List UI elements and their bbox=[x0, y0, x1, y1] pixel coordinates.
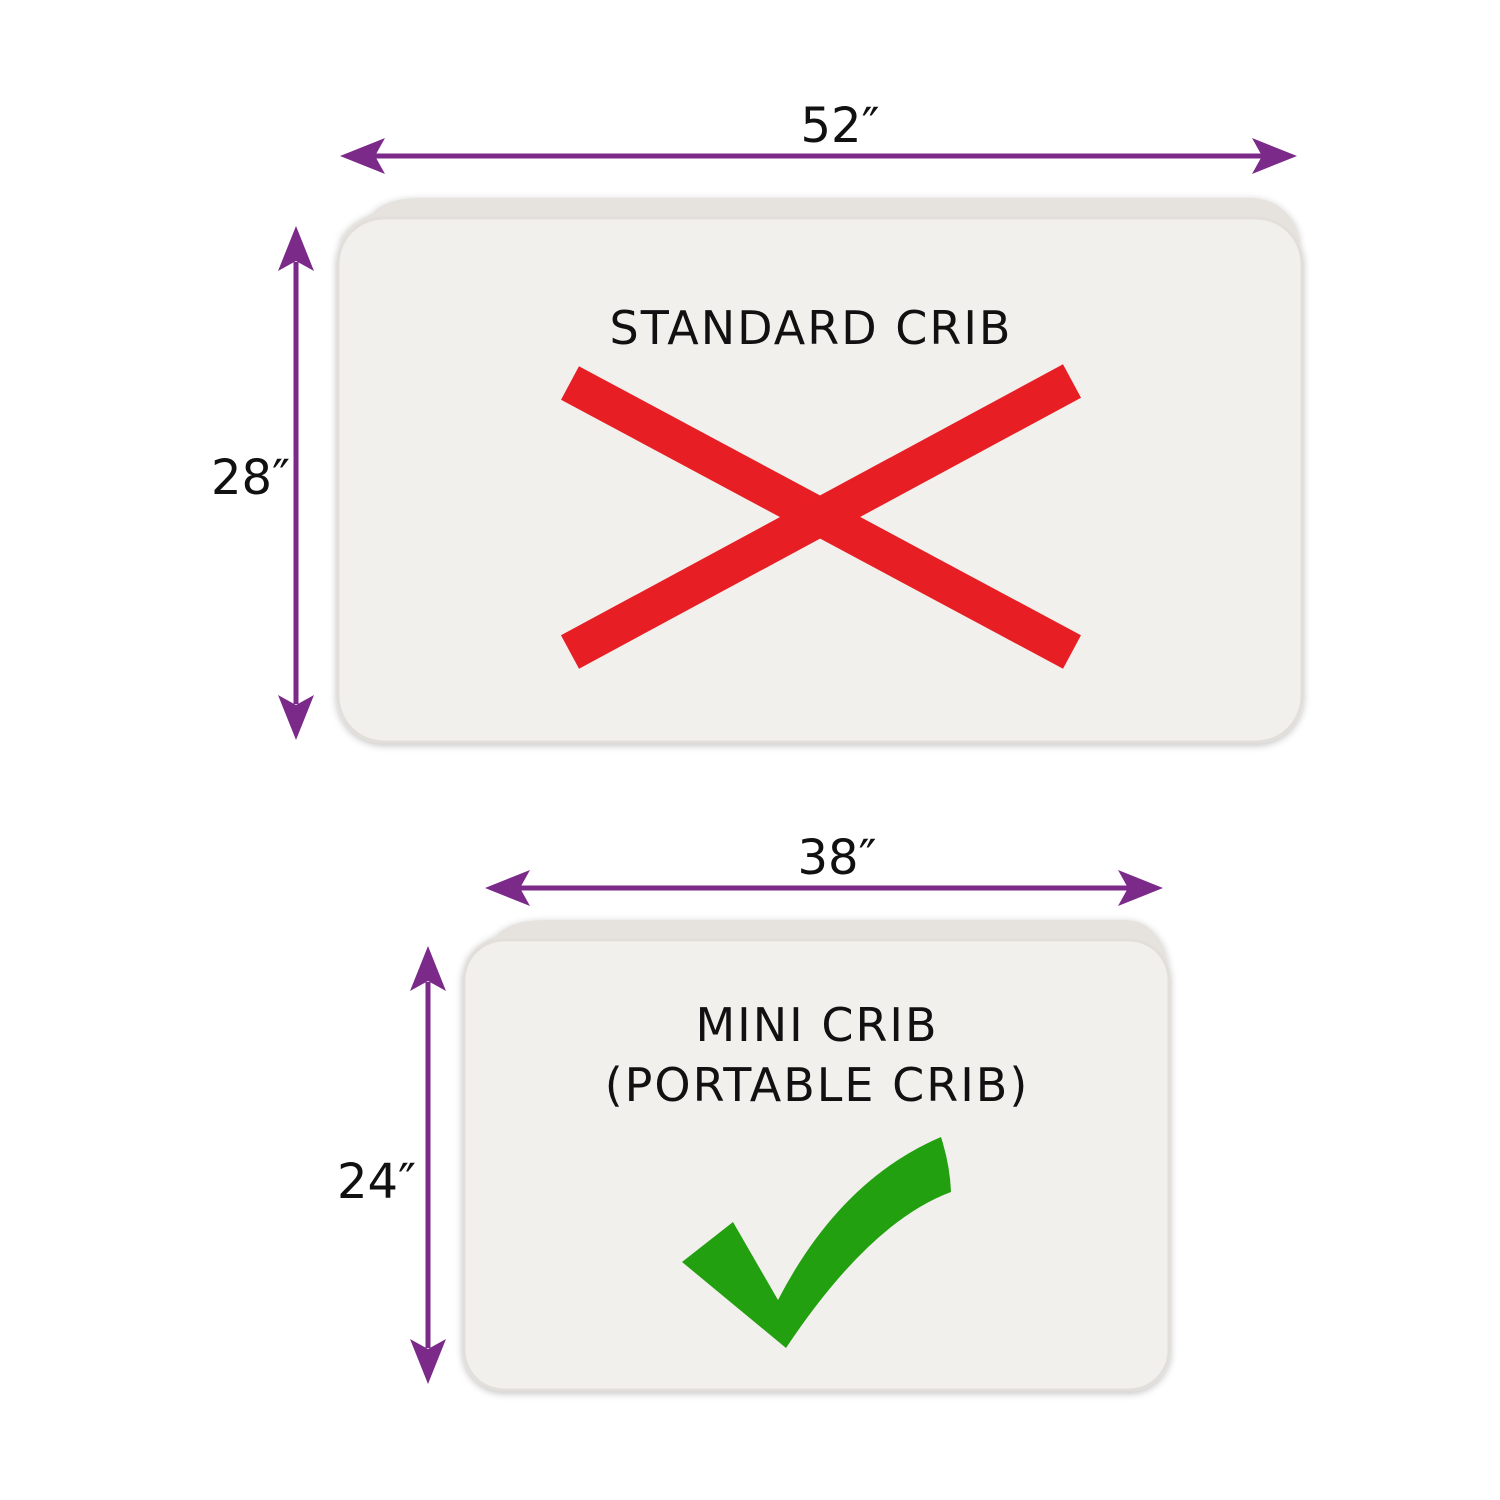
standard-mattress-body bbox=[336, 216, 1304, 744]
mini-height-arrow bbox=[410, 946, 446, 1384]
mini-crib-subtitle: (PORTABLE CRIB) bbox=[604, 1058, 1030, 1112]
mini-crib-mattress bbox=[462, 920, 1171, 1392]
standard-height-arrow bbox=[278, 226, 314, 740]
standard-width-arrow bbox=[340, 138, 1297, 174]
mini-width-label: 38″ bbox=[797, 830, 877, 886]
x-mark-icon bbox=[560, 364, 1082, 669]
mini-width-arrow bbox=[485, 870, 1163, 906]
standard-height-label: 28″ bbox=[210, 450, 290, 506]
mini-crib-title: MINI CRIB bbox=[695, 998, 939, 1052]
standard-crib-title: STANDARD CRIB bbox=[609, 301, 1013, 355]
standard-width-label: 52″ bbox=[800, 98, 880, 154]
standard-crib-mattress bbox=[336, 198, 1304, 744]
check-mark-icon bbox=[682, 1137, 951, 1348]
mini-mattress-body bbox=[462, 938, 1171, 1392]
mini-height-label: 24″ bbox=[336, 1154, 416, 1210]
